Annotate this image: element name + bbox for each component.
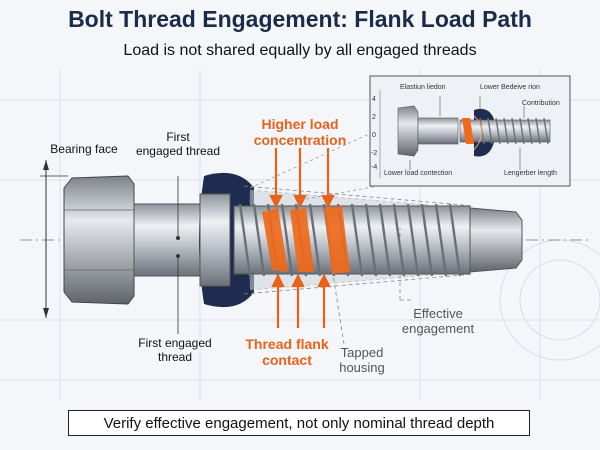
inset-label-lower-load: Lower load contection [384,170,453,177]
label-thread-flank: Thread flank contact [232,336,342,368]
label-first-engaged-top-line1: First [166,130,190,144]
label-higher-load: Higher load concentration [240,116,360,148]
label-first-engaged-top: First engaged thread [128,130,228,158]
inset-tick-1: 4 [372,96,376,103]
inset-label-lengerber: Lengerber length [504,170,557,177]
label-effective-line2: engagement [401,321,475,336]
label-thread-flank-line2: contact [262,352,312,368]
inset-tick-4: -2 [371,150,378,157]
inset-label-contribution: Contribution [522,100,560,107]
label-bearing-face: Bearing face [50,142,118,156]
collar [199,193,231,287]
label-effective-line1: Effective [413,306,463,321]
label-higher-load-line2: concentration [253,132,347,148]
load-arrows-down [269,148,335,209]
label-first-engaged-bottom-line1: First engaged [138,336,212,350]
inset-panel [249,75,571,201]
label-tapped-line2: housing [339,360,385,375]
bolt-tip [469,207,523,273]
inset-tick-2: 2 [372,114,376,121]
bolt-head [63,175,135,305]
inset-tick-5: -4 [371,164,378,171]
label-first-engaged-top-line2: engaged thread [135,144,221,158]
label-effective-engagement: Effective engagement [398,306,478,336]
inset-tick-3: 0 [372,132,376,139]
label-tapped-housing: Tapped housing [332,345,392,375]
inset-label-elastic: Elastiun liedon [400,84,446,91]
label-higher-load-line1: Higher load [261,116,339,132]
page-title: Bolt Thread Engagement: Flank Load Path [68,6,532,32]
load-arrows-up [271,273,331,328]
label-thread-flank-line1: Thread flank [245,336,329,352]
footer-note: Verify effective engagement, not only no… [68,410,530,436]
label-tapped-line1: Tapped [340,345,384,360]
label-first-engaged-bottom-line2: thread [157,350,193,364]
label-first-engaged-bottom: First engaged thread [120,336,230,364]
flank-contact-highlights [262,206,350,274]
inset-label-lower-bedeive: Lower Bedeive rion [480,84,540,91]
page-subtitle: Load is not shared equally by all engage… [123,42,477,59]
